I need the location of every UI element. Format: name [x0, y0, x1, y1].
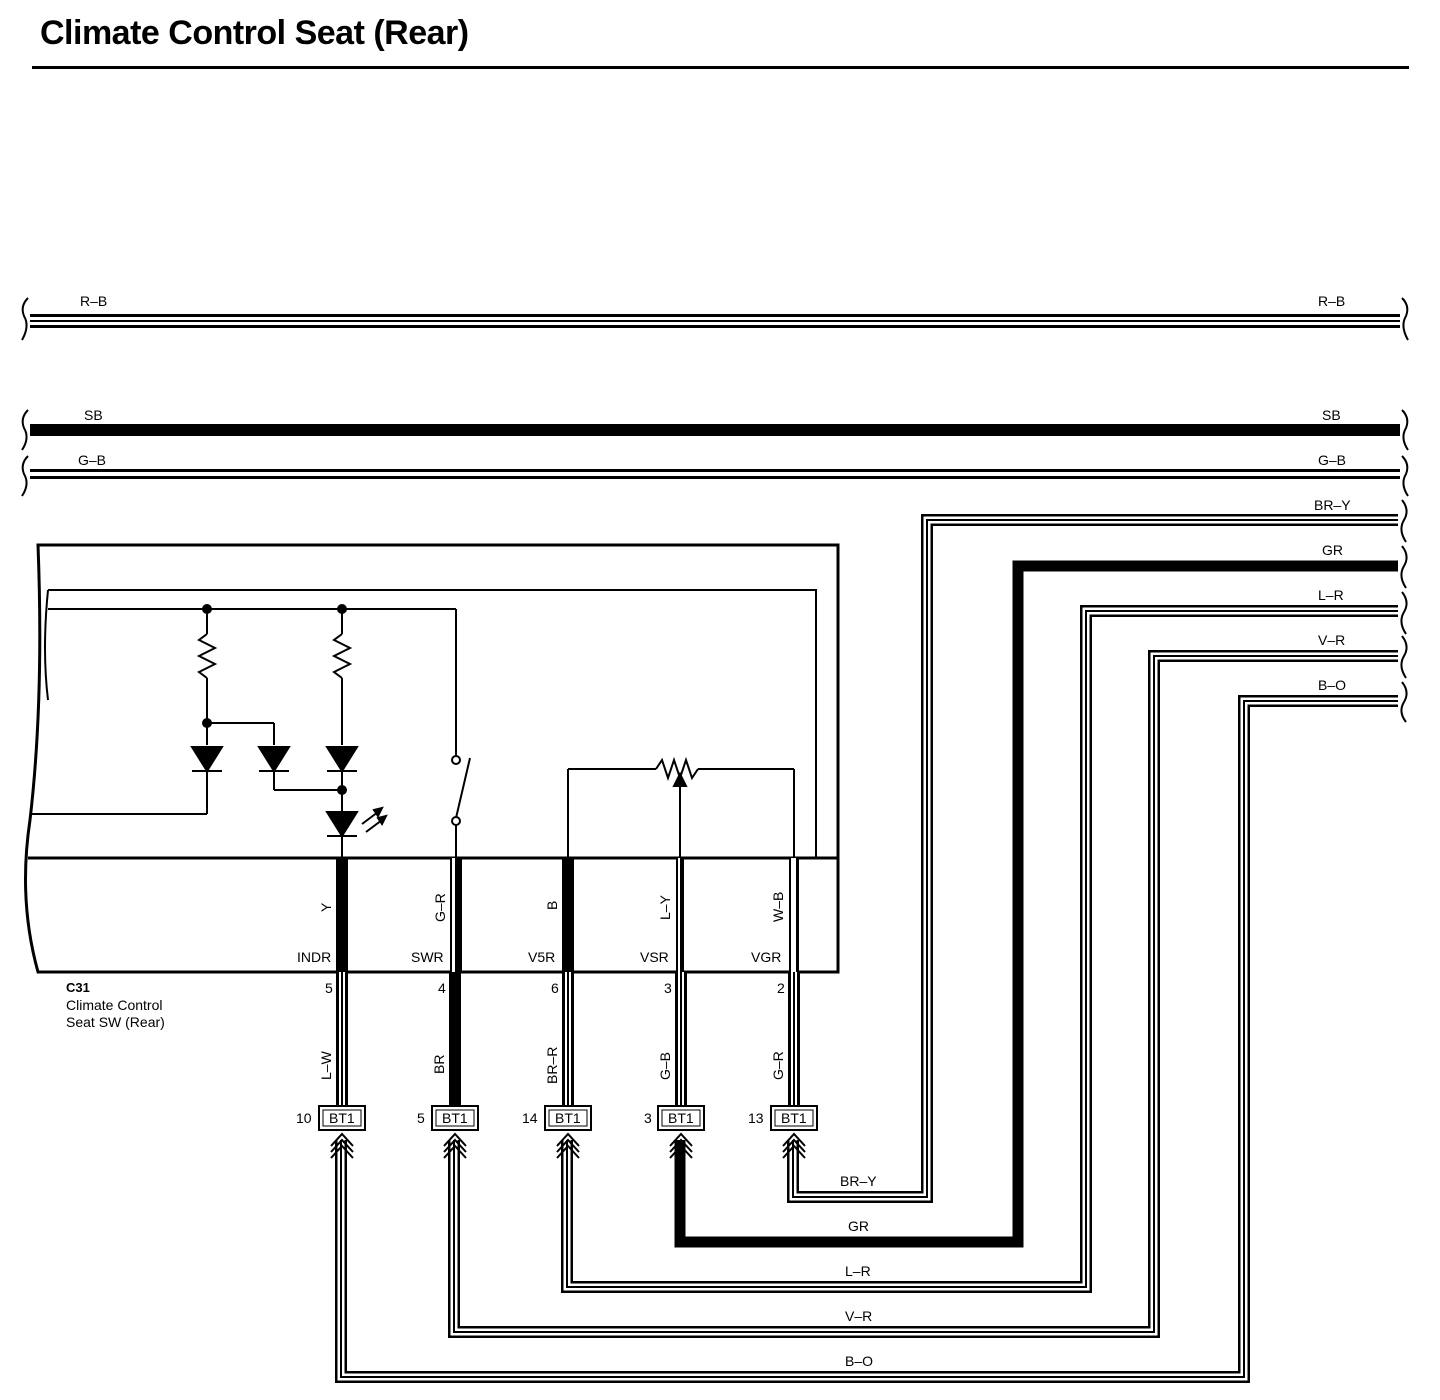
connector-bt1-3: [657, 1105, 705, 1131]
connector-pin-1: 10: [296, 1110, 312, 1126]
signal-v5r: V5R: [528, 949, 555, 965]
bus-wire-r-b: [21, 297, 1409, 341]
side-label-br-y: BR–Y: [1314, 497, 1351, 513]
component-name-line1: Climate Control: [66, 997, 162, 1013]
component-name-line2: Seat SW (Rear): [66, 1014, 165, 1030]
wire-v-r: [448, 650, 1398, 1338]
connector-name-1: BT1: [329, 1110, 355, 1126]
return-label-v-r: V–R: [845, 1308, 872, 1324]
pin-v5r: 6: [551, 980, 559, 996]
page-title: Climate Control Seat (Rear): [40, 14, 469, 52]
internal-circuit: [30, 604, 795, 858]
outer-wires: [336, 972, 800, 1106]
connector-bt1-14: [544, 1105, 592, 1131]
bus-label-right-g-b: G–B: [1318, 452, 1346, 468]
wire-br-y: [787, 514, 1398, 1203]
pin-vgr: 2: [777, 980, 785, 996]
component-code: C31: [66, 980, 90, 995]
component-box: [24, 543, 840, 974]
return-label-br-y: BR–Y: [840, 1173, 877, 1189]
return-label-gr: GR: [848, 1218, 869, 1234]
signal-vgr: VGR: [751, 949, 781, 965]
pin-vsr: 3: [664, 980, 672, 996]
inner-color-vsr: L–Y: [657, 894, 673, 920]
bus-wire-g-b: [21, 455, 1409, 497]
signal-indr: INDR: [297, 949, 331, 965]
outer-color-1: L–W: [318, 1050, 334, 1080]
outer-color-5: G–R: [770, 1051, 786, 1080]
connector-bt1-5: [431, 1105, 479, 1131]
connector-pin-2: 5: [417, 1110, 425, 1126]
inner-color-swr: G–R: [432, 893, 448, 922]
connector-bt1-13: [770, 1105, 818, 1131]
connector-name-2: BT1: [442, 1110, 468, 1126]
connector-name-4: BT1: [668, 1110, 694, 1126]
bus-label-right-sb: SB: [1322, 407, 1341, 423]
connector-name-5: BT1: [781, 1110, 807, 1126]
outer-color-4: G–B: [657, 1052, 673, 1080]
connector-pin-4: 3: [644, 1110, 652, 1126]
signal-swr: SWR: [411, 949, 444, 965]
bus-label-left-r-b: R–B: [80, 293, 107, 309]
connector-chevrons: [330, 1132, 806, 1159]
side-label-gr: GR: [1322, 542, 1343, 558]
return-label-l-r: L–R: [845, 1263, 871, 1279]
side-label-v-r: V–R: [1318, 632, 1345, 648]
title-rule: [32, 66, 1409, 69]
connector-pin-5: 13: [748, 1110, 764, 1126]
pin-swr: 4: [438, 980, 446, 996]
bus-label-left-g-b: G–B: [78, 452, 106, 468]
connector-name-3: BT1: [555, 1110, 581, 1126]
wire-gr: [674, 560, 1398, 1248]
outer-color-2: BR: [431, 1055, 447, 1074]
wire-b-o: [335, 695, 1398, 1383]
side-wire-breaks: [1400, 499, 1408, 723]
return-label-b-o: B–O: [845, 1353, 873, 1369]
bus-wire-sb: [21, 409, 1409, 451]
side-label-l-r: L–R: [1318, 587, 1344, 603]
bus-label-left-sb: SB: [84, 407, 103, 423]
connector-bt1-10: [318, 1105, 366, 1131]
inner-color-indr: Y: [318, 902, 334, 912]
wire-l-r: [561, 605, 1398, 1293]
outer-color-3: BR–R: [544, 1047, 560, 1084]
signal-vsr: VSR: [640, 949, 669, 965]
pin-indr: 5: [325, 980, 333, 996]
inner-color-v5r: B: [544, 901, 560, 910]
inner-color-vgr: W–B: [770, 892, 786, 922]
inner-wires: [336, 858, 799, 972]
connector-pin-3: 14: [522, 1110, 538, 1126]
bus-label-right-r-b: R–B: [1318, 293, 1345, 309]
side-label-b-o: B–O: [1318, 677, 1346, 693]
